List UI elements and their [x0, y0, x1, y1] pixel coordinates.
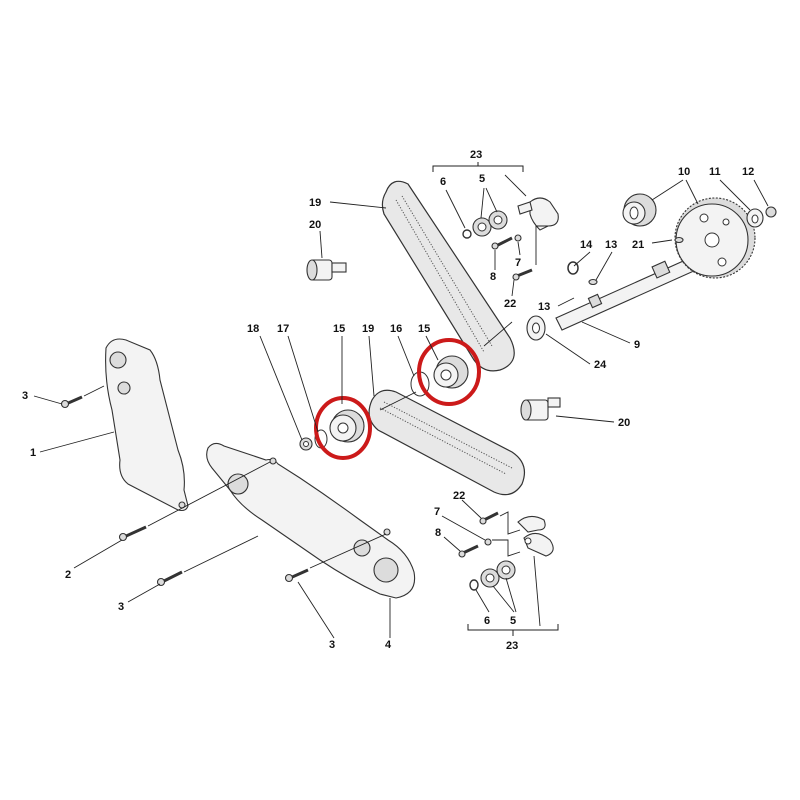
tensioner-assembly-lower — [458, 511, 554, 591]
nut-12 — [765, 206, 777, 218]
label-17: 17 — [277, 323, 289, 335]
label-15-left: 15 — [333, 323, 345, 335]
pulley-15-right — [433, 355, 469, 389]
label-18: 18 — [247, 323, 259, 335]
label-3-a: 3 — [22, 390, 28, 402]
upper-timing-belt — [381, 180, 515, 372]
shaft-9 — [555, 257, 697, 331]
label-24: 24 — [594, 359, 607, 371]
label-21: 21 — [632, 239, 644, 251]
key-21 — [674, 236, 684, 244]
label-7-top: 7 — [515, 257, 521, 269]
label-19-top: 19 — [309, 197, 321, 209]
nut-18 — [299, 437, 313, 451]
label-13-top: 13 — [605, 239, 617, 251]
label-20-right: 20 — [618, 417, 630, 429]
label-8-bot: 8 — [435, 527, 441, 539]
label-15-right: 15 — [418, 323, 430, 335]
highlight-circle-left — [314, 396, 372, 460]
leader-lines — [33, 162, 769, 639]
gear-10-small — [622, 193, 657, 227]
label-5-top: 5 — [479, 173, 485, 185]
belt-cover-1 — [105, 338, 189, 512]
label-12: 12 — [742, 166, 754, 178]
label-20-top: 20 — [309, 219, 321, 231]
screw-2 — [118, 525, 147, 542]
label-10: 10 — [678, 166, 690, 178]
label-16: 16 — [390, 323, 402, 335]
label-7-bot: 7 — [434, 506, 440, 518]
belt-cover-4 — [206, 442, 416, 599]
label-1: 1 — [30, 447, 36, 459]
part-labels: 23 6 5 7 8 22 19 20 10 11 12 14 13 21 13… — [22, 149, 754, 652]
label-2: 2 — [65, 569, 71, 581]
washer-11 — [746, 208, 764, 228]
spacer-20-lower — [520, 397, 561, 421]
label-23-bot: 23 — [506, 640, 518, 652]
label-8-top: 8 — [490, 271, 496, 283]
label-3-c: 3 — [329, 639, 335, 651]
label-14: 14 — [580, 239, 593, 251]
label-6-top: 6 — [440, 176, 446, 188]
screw-3-c — [284, 568, 309, 583]
label-5-bot: 5 — [510, 615, 516, 627]
pulley-15-left — [329, 409, 365, 443]
label-6-bot: 6 — [484, 615, 490, 627]
washer-24 — [526, 315, 546, 341]
label-22-top: 22 — [504, 298, 516, 310]
label-11: 11 — [709, 166, 721, 178]
label-19-mid: 19 — [362, 323, 374, 335]
lower-timing-belt — [368, 389, 525, 496]
tensioner-assembly-upper — [462, 197, 559, 281]
highlight-circle-right — [417, 338, 481, 406]
key-13-upper — [588, 278, 598, 286]
label-23-top: 23 — [470, 149, 482, 161]
gear-10-large — [674, 197, 756, 279]
label-9: 9 — [634, 339, 640, 351]
screw-3-a — [60, 395, 83, 409]
label-3-b: 3 — [118, 601, 124, 613]
label-4: 4 — [385, 639, 392, 651]
spacer-20-upper — [306, 259, 347, 281]
label-13-mid: 13 — [538, 301, 550, 313]
screw-3-b — [156, 570, 183, 587]
circlip-14 — [567, 261, 579, 275]
label-22-bot: 22 — [453, 490, 465, 502]
